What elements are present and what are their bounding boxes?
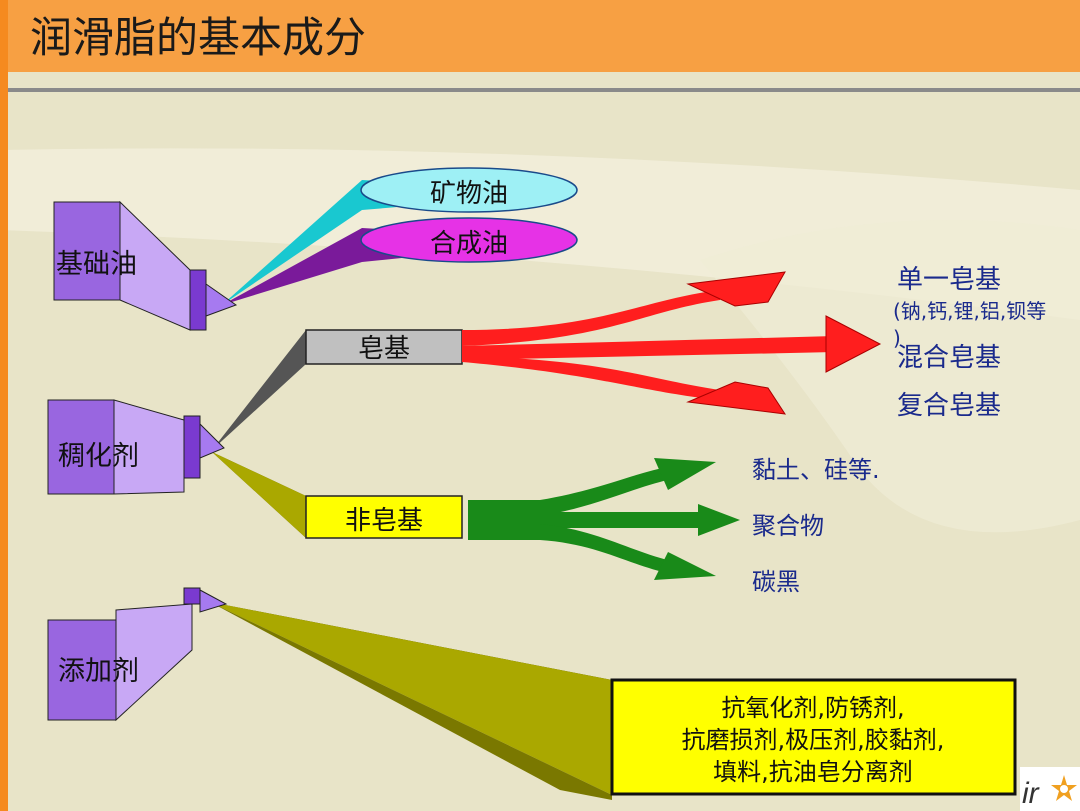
- polymer-label: 聚合物: [752, 512, 824, 540]
- synthetic-oil-label: 合成油: [430, 229, 508, 259]
- non-soap-label: 非皂基: [345, 506, 423, 536]
- mineral-oil-label: 矿物油: [430, 179, 508, 209]
- additive-label: 添加剂: [58, 656, 139, 687]
- brand-logo-mark: ir: [1020, 767, 1080, 811]
- left-edge-strip: [0, 0, 8, 811]
- mineral-oil-ellipse: [360, 167, 578, 213]
- soap-label: 皂基: [358, 334, 410, 364]
- additive-line-2: 抗磨损剂,极压剂,胶黏剂,: [682, 726, 945, 754]
- additive-line-3: 填料,抗油皂分离剂: [713, 758, 913, 786]
- title-bar: [0, 0, 1080, 72]
- carbon-black-label: 碳黑: [752, 568, 800, 596]
- page-title: 润滑脂的基本成分: [30, 13, 366, 62]
- complex-soap-label: 复合皂基: [897, 391, 1001, 421]
- soap-metals-close: ): [893, 326, 901, 350]
- soap-arrows: [462, 271, 882, 415]
- additive-wedge-shadow: [210, 602, 612, 800]
- single-soap-label: 单一皂基: [897, 265, 1001, 295]
- brand-logo-text: ir: [1022, 777, 1040, 810]
- clay-silica-label: 黏土、硅等.: [752, 456, 880, 484]
- base-oil-block: 基础油: [53, 200, 238, 331]
- additive-box: [610, 678, 1017, 796]
- non-soap-arrows: [468, 458, 740, 580]
- additive-line-1: 抗氧化剂,防锈剂,: [721, 694, 904, 722]
- base-oil-label: 基础油: [56, 249, 137, 280]
- thickener-block: 稠化剂: [47, 399, 225, 495]
- star-icon: [1051, 775, 1077, 801]
- soap-box: [305, 329, 463, 365]
- soap-metals-label: (钠,钙,锂,铝,钡等: [893, 299, 1046, 323]
- synthetic-oil-ellipse: [360, 217, 578, 263]
- background-swoosh-right: [700, 220, 1080, 533]
- non-soap-box: [305, 495, 463, 539]
- additive-block: 添加剂: [47, 587, 228, 722]
- non-soap-wedge: [212, 452, 306, 538]
- thickener-label: 稠化剂: [58, 441, 139, 472]
- mixed-soap-label: 混合皂基: [897, 343, 1001, 373]
- brand-logo: ir: [1020, 767, 1080, 811]
